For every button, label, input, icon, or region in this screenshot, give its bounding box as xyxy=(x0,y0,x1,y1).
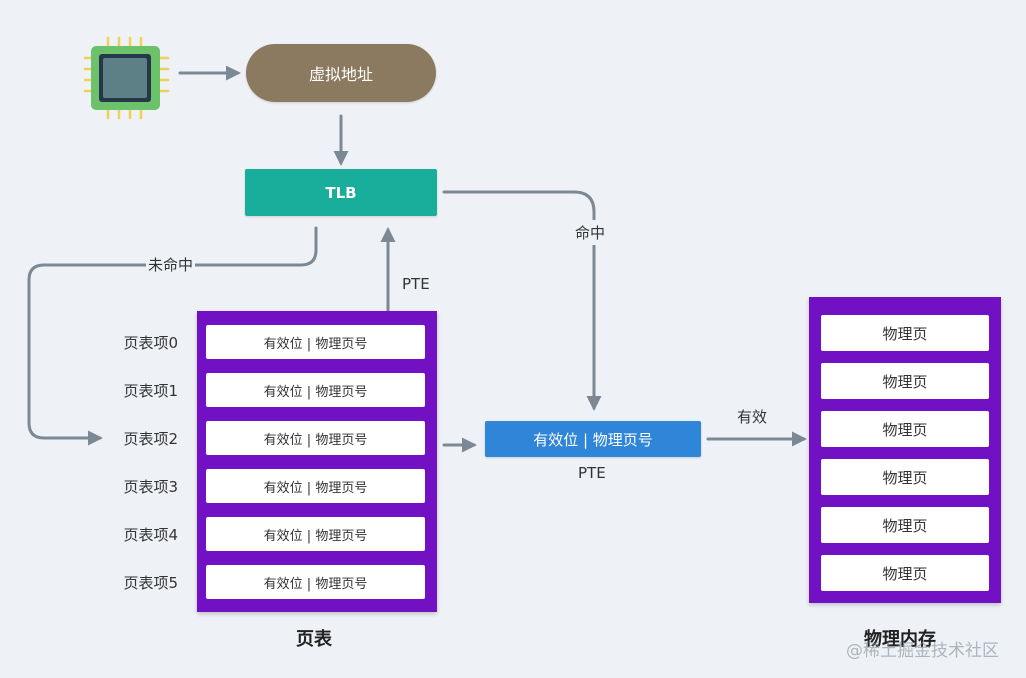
virtual-address-node: 虚拟地址 xyxy=(246,44,436,102)
arrow-tlb-miss xyxy=(27,226,318,446)
page-table-container xyxy=(197,311,437,612)
pte-label: PTE xyxy=(578,464,606,482)
page-table-entry: 有效位 | 物理页号 xyxy=(206,325,425,359)
page-table-entry-label: 页表项3 xyxy=(123,478,178,496)
physical-page: 物理页 xyxy=(821,555,989,591)
cpu-chip-icon xyxy=(82,36,170,120)
page-table-entry-label: 页表项4 xyxy=(123,526,178,544)
page-table-title: 页表 xyxy=(296,629,332,650)
physical-page: 物理页 xyxy=(821,459,989,495)
hit-label: 命中 xyxy=(574,220,607,245)
pte-node: 有效位 | 物理页号 xyxy=(485,421,701,457)
tlb-node: TLB xyxy=(245,169,437,216)
arrow-tlb-hit xyxy=(442,190,602,411)
physical-memory-title: 物理内存 xyxy=(864,629,936,650)
physical-page: 物理页 xyxy=(821,363,989,399)
page-table-entry: 有效位 | 物理页号 xyxy=(206,469,425,503)
miss-label: 未命中 xyxy=(146,254,196,275)
physical-page: 物理页 xyxy=(821,411,989,447)
physical-page: 物理页 xyxy=(821,507,989,543)
watermark: @稀土掘金技术社区 xyxy=(846,641,999,661)
page-table-entry: 有效位 | 物理页号 xyxy=(206,421,425,455)
page-table-entry: 有效位 | 物理页号 xyxy=(206,373,425,407)
page-table-entry: 有效位 | 物理页号 xyxy=(206,517,425,551)
valid-label: 有效 xyxy=(737,408,768,426)
physical-page: 物理页 xyxy=(821,315,989,351)
pte-arrow-label: PTE xyxy=(402,275,430,293)
page-table-entry-label: 页表项2 xyxy=(123,430,178,448)
page-table-entry: 有效位 | 物理页号 xyxy=(206,565,425,599)
page-table-entry-label: 页表项1 xyxy=(123,382,178,400)
page-table-entry-label: 页表项0 xyxy=(123,334,178,352)
page-table-entry-label: 页表项5 xyxy=(123,574,178,592)
